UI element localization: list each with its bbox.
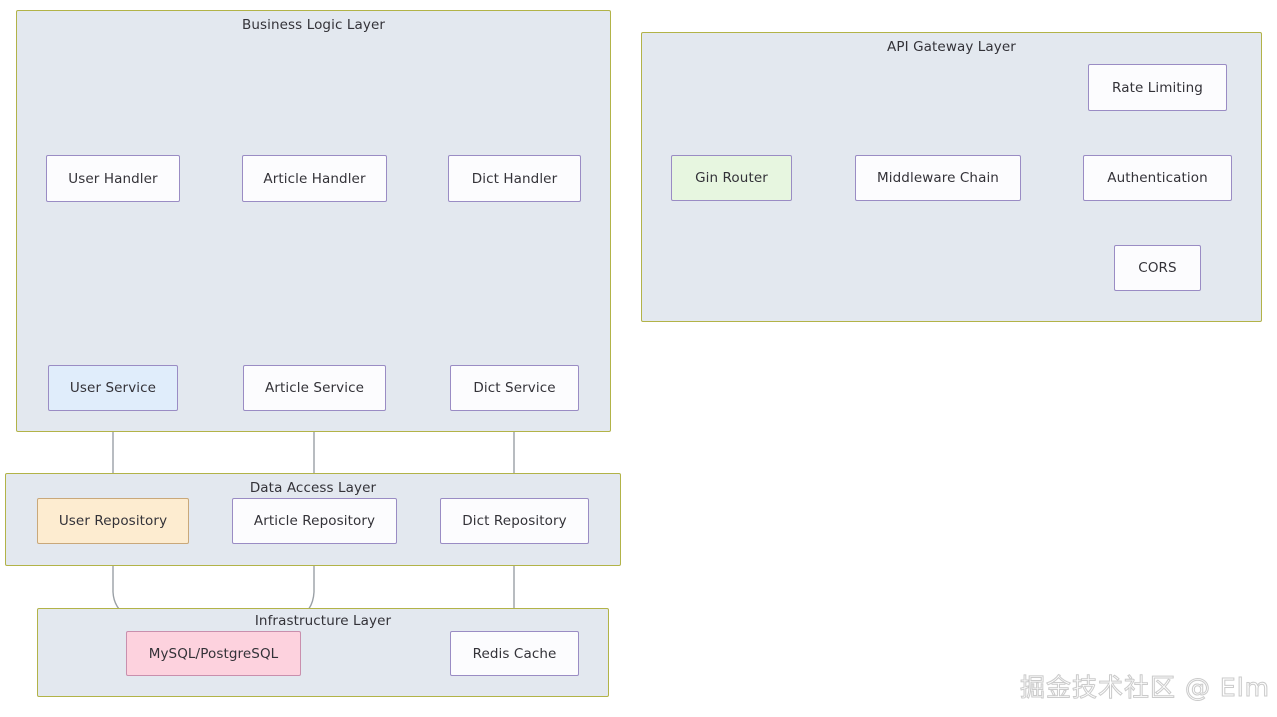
node-article-repository[interactable]: Article Repository xyxy=(232,498,397,544)
node-label: Redis Cache xyxy=(472,645,557,662)
layer-title-infrastructure: Infrastructure Layer xyxy=(254,613,392,629)
node-user-repository[interactable]: User Repository xyxy=(37,498,189,544)
node-user-service[interactable]: User Service xyxy=(48,365,178,411)
watermark-text: 掘金技术社区 @ Elm xyxy=(1020,673,1270,703)
node-mysql-postgresql[interactable]: MySQL/PostgreSQL xyxy=(126,631,301,676)
node-label: Article Repository xyxy=(253,513,376,529)
node-label: User Handler xyxy=(68,170,158,187)
layer-title-api-gateway: API Gateway Layer xyxy=(887,39,1016,55)
node-article-handler[interactable]: Article Handler xyxy=(242,155,387,202)
node-label: Dict Repository xyxy=(462,513,567,529)
node-user-handler[interactable]: User Handler xyxy=(46,155,180,202)
node-dict-handler[interactable]: Dict Handler xyxy=(448,155,581,202)
node-label: User Service xyxy=(69,380,157,396)
layer-title-data-access: Data Access Layer xyxy=(249,480,377,496)
node-label: Rate Limiting xyxy=(1112,79,1203,96)
node-label: CORS xyxy=(1138,260,1177,276)
node-dict-service[interactable]: Dict Service xyxy=(450,365,579,411)
node-redis-cache[interactable]: Redis Cache xyxy=(450,631,579,676)
node-label: Article Service xyxy=(265,380,364,396)
node-label: Authentication xyxy=(1107,170,1208,186)
node-cors[interactable]: CORS xyxy=(1114,245,1201,291)
node-label: User Repository xyxy=(58,513,168,529)
node-label: MySQL/PostgreSQL xyxy=(148,645,279,662)
node-middleware-chain[interactable]: Middleware Chain xyxy=(855,155,1021,201)
node-label: Dict Service xyxy=(473,380,556,396)
node-authentication[interactable]: Authentication xyxy=(1083,155,1232,201)
node-label: Gin Router xyxy=(695,170,768,186)
node-rate-limiting[interactable]: Rate Limiting xyxy=(1088,64,1227,111)
layer-business-logic: Business Logic Layer xyxy=(16,10,611,432)
node-label: Article Handler xyxy=(263,170,366,187)
node-gin-router[interactable]: Gin Router xyxy=(671,155,792,201)
node-label: Middleware Chain xyxy=(877,170,999,186)
node-label: Dict Handler xyxy=(471,170,558,187)
layer-title-business-logic: Business Logic Layer xyxy=(241,17,386,33)
node-article-service[interactable]: Article Service xyxy=(243,365,386,411)
node-dict-repository[interactable]: Dict Repository xyxy=(440,498,589,544)
